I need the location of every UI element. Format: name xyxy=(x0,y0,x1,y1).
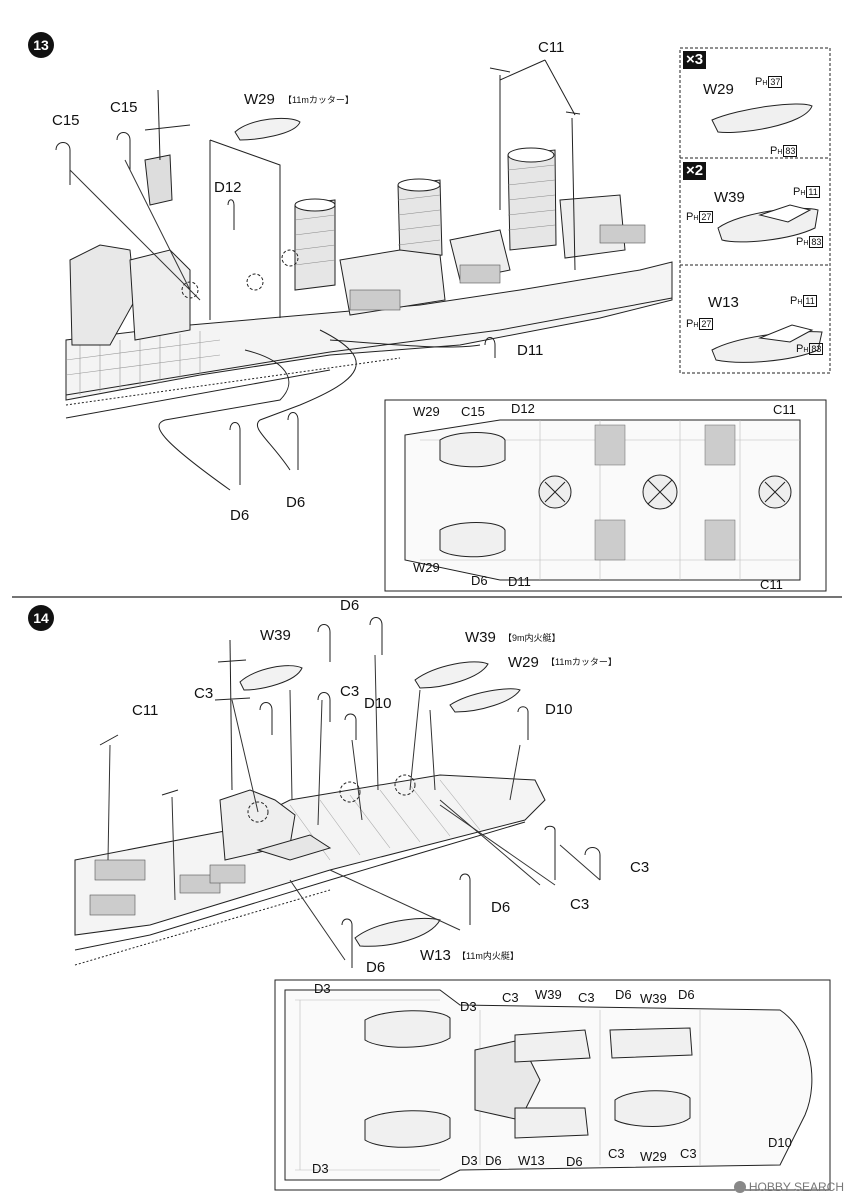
inset-label: D10 xyxy=(768,1135,792,1150)
step14-inset-plan xyxy=(274,979,831,1191)
watermark-text: HOBBY SEARCH xyxy=(748,1180,844,1194)
step13-ship-drawing xyxy=(55,59,673,491)
step-14-number: 14 xyxy=(28,605,54,631)
label-d6: D6 xyxy=(491,899,511,916)
label-w13-note: 【11m内火艇】 xyxy=(457,951,519,961)
step13-inset-plan xyxy=(384,399,827,592)
inset-label: D6 xyxy=(471,573,488,588)
label-w29-note: 【11mカッター】 xyxy=(283,95,354,105)
inset-label: C3 xyxy=(608,1146,625,1161)
label-c15: C15 xyxy=(52,112,80,129)
inset-label: D6 xyxy=(485,1153,502,1168)
label-c3: C3 xyxy=(194,685,214,702)
label-d6: D6 xyxy=(286,494,306,511)
variant-part: W39 xyxy=(714,189,745,206)
label-w29: W29 xyxy=(244,91,275,108)
label-w39: W39 xyxy=(465,629,496,646)
inset-label: C11 xyxy=(760,577,783,592)
inset-label: D12 xyxy=(511,401,535,416)
label-d6: D6 xyxy=(366,959,386,976)
label-w29-note: 【11mカッター】 xyxy=(546,657,617,667)
inset-label: W29 xyxy=(413,404,440,419)
inset-label: D3 xyxy=(314,981,331,996)
label-c3: C3 xyxy=(630,859,650,876)
inset-label: W13 xyxy=(518,1153,545,1168)
inset-label: D3 xyxy=(461,1153,478,1168)
label-d6: D6 xyxy=(340,597,360,614)
inset-label: D6 xyxy=(566,1154,583,1169)
label-w39-note: 【9m内火艇】 xyxy=(503,633,561,643)
label-w39: W39 xyxy=(260,627,291,644)
label-d10: D10 xyxy=(545,701,573,718)
step-13-number: 13 xyxy=(28,32,54,58)
label-d12: D12 xyxy=(214,179,242,196)
variant-multiplier: ×2 xyxy=(683,162,707,180)
inset-label: C3 xyxy=(502,990,519,1005)
label-c3: C3 xyxy=(340,683,360,700)
inset-label: D6 xyxy=(678,987,695,1002)
variant-part: W13 xyxy=(708,294,739,311)
label-d11: D11 xyxy=(517,342,544,359)
inset-label: W29 xyxy=(413,560,440,575)
variant-multiplier: ×3 xyxy=(683,51,707,69)
label-w29: W29 xyxy=(508,654,539,671)
inset-label: W39 xyxy=(640,991,667,1006)
inset-label: D3 xyxy=(460,999,477,1014)
label-w13: W13 xyxy=(420,947,451,964)
inset-label: C11 xyxy=(773,402,796,417)
label-c11: C11 xyxy=(538,39,565,56)
inset-label: W29 xyxy=(640,1149,667,1164)
inset-label: D6 xyxy=(615,987,632,1002)
label-c15: C15 xyxy=(110,99,138,116)
watermark-logo-icon xyxy=(733,1181,746,1193)
label-d10: D10 xyxy=(364,695,392,712)
label-c3: C3 xyxy=(570,896,590,913)
inset-label: C3 xyxy=(680,1146,697,1161)
inset-label: C15 xyxy=(461,404,485,419)
inset-label: D3 xyxy=(312,1161,329,1176)
variant-panel xyxy=(679,47,831,374)
inset-label: D11 xyxy=(508,574,531,589)
inset-label: W39 xyxy=(535,987,562,1002)
watermark: HOBBY SEARCH xyxy=(733,1180,844,1194)
label-d6: D6 xyxy=(230,507,250,524)
step14-ship-drawing xyxy=(74,617,601,968)
label-c11: C11 xyxy=(132,702,159,719)
variant-part: W29 xyxy=(703,81,734,98)
inset-label: C3 xyxy=(578,990,595,1005)
